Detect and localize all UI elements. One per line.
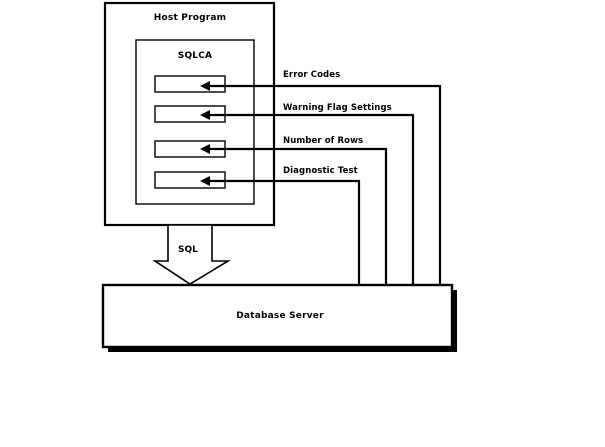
connector-error-codes xyxy=(200,81,442,285)
arrowhead-number-of-rows xyxy=(200,144,210,154)
database-server-box xyxy=(101,283,454,349)
connector-label-error-codes: Error Codes xyxy=(283,70,341,80)
arrowhead-error-codes xyxy=(200,81,210,91)
arrowhead-diagnostic-test xyxy=(200,176,210,186)
connector-label-diagnostic-test: Diagnostic Test xyxy=(283,166,358,176)
connector-warning-flag-settings xyxy=(200,110,415,285)
connector-diagnostic-test xyxy=(200,176,361,285)
sql-block-arrow xyxy=(152,224,231,285)
connector-number-of-rows xyxy=(200,144,388,285)
database-server-title: Database Server xyxy=(236,311,324,321)
connector-label-warning-flag-settings: Warning Flag Settings xyxy=(283,103,392,113)
sql-arrow-label: SQL xyxy=(178,245,198,255)
connector-label-number-of-rows: Number of Rows xyxy=(283,136,364,146)
arrowhead-warning-flag-settings xyxy=(200,110,210,120)
host-program-title: Host Program xyxy=(153,13,227,23)
field-box-1 xyxy=(154,75,226,93)
sqlca-title: SQLCA xyxy=(177,51,213,61)
